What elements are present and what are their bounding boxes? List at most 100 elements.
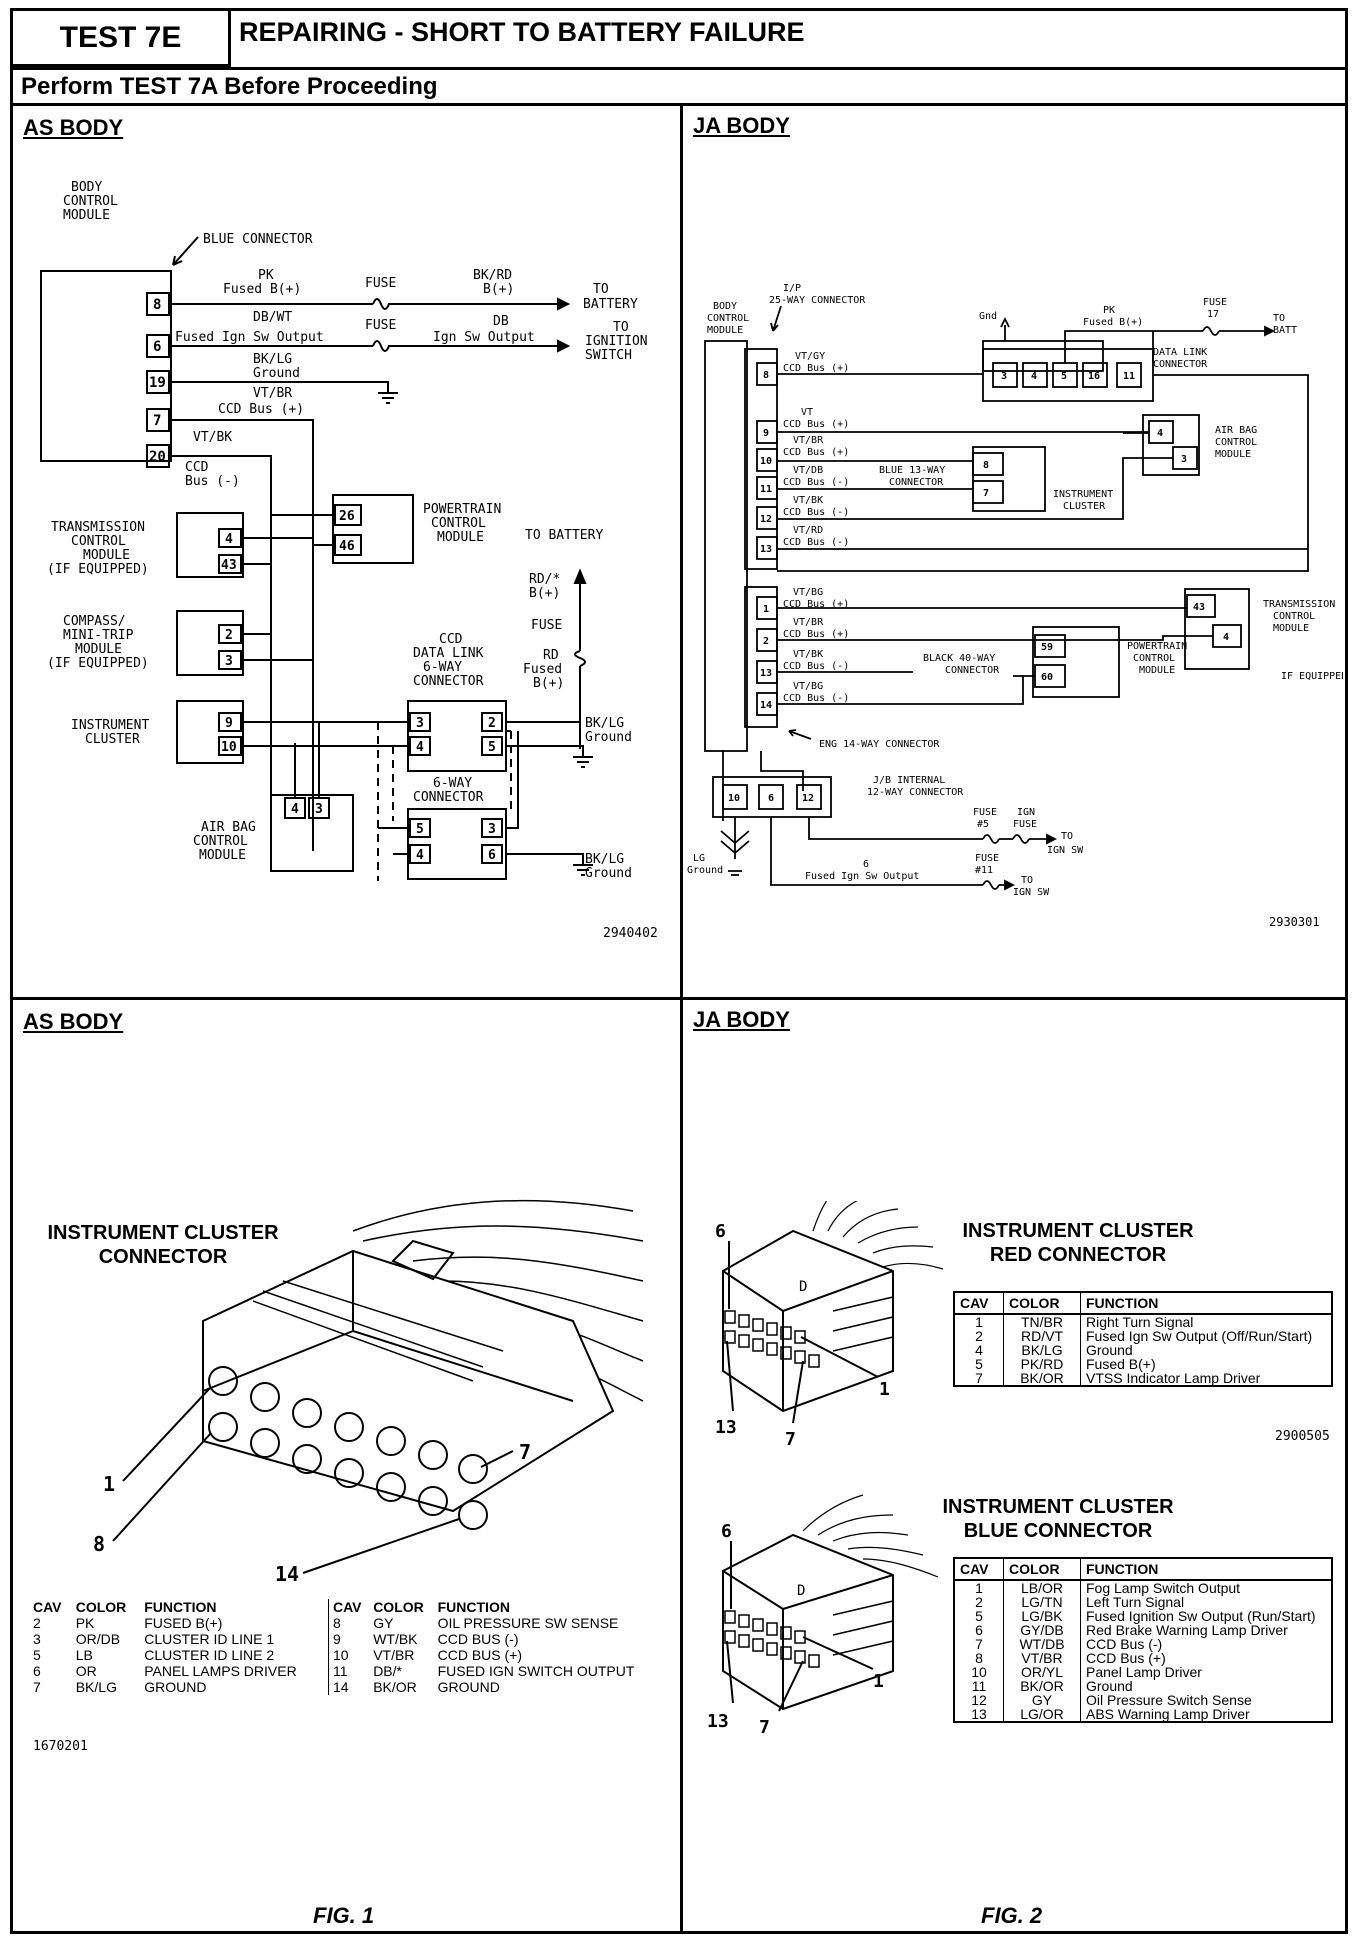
color-cell: VT/BR	[1003, 1651, 1081, 1665]
color-cell: LG/OR	[1003, 1707, 1081, 1722]
ja-pcm-2: CONTROL	[1133, 653, 1175, 664]
ja-red-wires	[812, 1201, 944, 1270]
ja-fuse-c-1: FUSE	[975, 853, 999, 864]
color-cell: GY	[373, 1615, 394, 1631]
ja-batt-2: BATT	[1273, 325, 1297, 336]
ja-airbag-1: AIR BAG	[1215, 425, 1257, 436]
ja-w6-c: VT/BG	[793, 587, 823, 598]
ja-pin-11: 11	[760, 484, 772, 495]
function-cell: Left Turn Signal	[1086, 1594, 1185, 1610]
ja-red-th-cav: CAV	[954, 1292, 1004, 1315]
ja-to-ign2-1: TO	[1021, 875, 1033, 886]
color-cell: BK/OR	[1003, 1371, 1081, 1386]
as-cluster-1: INSTRUMENT	[71, 718, 149, 733]
as-dlc-pin-4: 4	[416, 740, 424, 755]
cav-cell: 1	[954, 1580, 1004, 1595]
middle-divider	[13, 997, 1345, 1000]
ja-blue13-1: BLUE 13-WAY	[879, 465, 945, 476]
as-pin-8: 8	[153, 297, 161, 313]
as-w1-color: PK	[258, 268, 274, 283]
as-6way-left-wires	[378, 827, 408, 855]
ja-lg-color: LG	[693, 853, 705, 864]
ja-dlc-pin-4: 4	[1031, 371, 1037, 382]
page-title: REPAIRING - SHORT TO BATTERY FAILURE	[239, 17, 805, 47]
ja-cluster-1: INSTRUMENT	[1053, 489, 1113, 500]
as-rd2-func-2: B(+)	[533, 676, 564, 691]
ja-w8-c: VT/BK	[793, 649, 823, 660]
as-w2-color: DB/WT	[253, 310, 292, 325]
as-connector-caption-2: CONNECTOR	[98, 1246, 228, 1268]
as-pin-20: 20	[149, 449, 166, 465]
cav-cell: 2	[954, 1329, 1004, 1343]
ja-red-callout-6: 6	[715, 1221, 726, 1242]
ja-dlc-2: CONNECTOR	[1153, 359, 1208, 370]
as-wire-ccd-minus	[169, 455, 272, 851]
ja-red-callout-13-line	[726, 1340, 734, 1412]
ja-dlc-1: DATA LINK	[1153, 347, 1207, 358]
ja-red-connector-drawing: D 6 1 13 7	[715, 1201, 944, 1450]
ja-w4-c: VT/BK	[793, 495, 823, 506]
ja-w1-c: VT	[801, 407, 813, 418]
ja-wire-14	[777, 676, 1024, 705]
as-pin-7: 7	[153, 413, 161, 429]
color-cell: LB/OR	[1003, 1580, 1081, 1595]
cav-cell: 5	[33, 1647, 41, 1663]
ja-eng-arrow	[788, 729, 812, 740]
function-cell: CLUSTER ID LINE 2	[144, 1647, 275, 1663]
ja-blue-callout-1-line	[802, 1636, 874, 1670]
as-pin-6: 6	[153, 339, 161, 355]
cav-cell: 3	[33, 1631, 41, 1647]
function-cell: CCD BUS (-)	[437, 1631, 519, 1647]
cav-cell: 10	[954, 1665, 1004, 1679]
ja-dlc-pin-16: 16	[1088, 371, 1100, 382]
as-6way-2: CONNECTOR	[413, 790, 484, 805]
as-compass-1: COMPASS/	[63, 614, 126, 629]
ja-pcm-3: MODULE	[1139, 665, 1175, 676]
ja-w6-func: Fused Ign Sw Output	[805, 871, 919, 882]
as-w4-func: CCD Bus (+)	[218, 402, 304, 417]
as-tcm-2: CONTROL	[71, 534, 126, 549]
ja-if-equipped: IF EQUIPPED	[1281, 671, 1343, 682]
as-wiring-diagram: BODY CONTROL MODULE BLUE CONNECTOR 8 6 1…	[40, 180, 658, 941]
as-airbag-pin-3: 3	[315, 802, 323, 817]
as-callout-8: 8	[93, 1532, 105, 1556]
as-fuse-1	[372, 298, 390, 310]
as-pcm-2: CONTROL	[431, 516, 486, 531]
ja-red-th-color: COLOR	[1003, 1292, 1081, 1315]
ja-w2-f: CCD Bus (+)	[783, 447, 849, 458]
as-arrow-battery	[557, 297, 571, 311]
ja-w9-f: CCD Bus (-)	[783, 693, 849, 704]
ja-blue-caption: INSTRUMENT CLUSTER BLUE CONNECTOR	[923, 1495, 1193, 1543]
ja-red-caption-2: RED CONNECTOR	[989, 1244, 1167, 1266]
as-tcm-1: TRANSMISSION	[51, 520, 145, 535]
ja-pin-9: 9	[763, 428, 769, 439]
as-pcm-wires	[271, 514, 335, 546]
function-cell: Fused Ign Sw Output (Off/Run/Start)	[1086, 1328, 1313, 1344]
as-dlc-2: DATA LINK	[413, 646, 484, 661]
as-airbag-3: MODULE	[199, 848, 246, 863]
cav-cell: 9	[333, 1631, 341, 1647]
cav-cell: 2	[33, 1615, 41, 1631]
function-cell: Red Brake Warning Lamp Driver	[1086, 1622, 1288, 1638]
as-compass-pin-3: 3	[225, 654, 233, 669]
cav-cell: 5	[954, 1609, 1004, 1623]
as-bcm-label-3: MODULE	[63, 208, 110, 223]
color-cell: LG/BK	[1003, 1609, 1081, 1623]
ja-wire-13b	[777, 671, 1035, 677]
as-blue-connector-label: BLUE CONNECTOR	[203, 232, 313, 247]
as-pin-19: 19	[149, 375, 166, 391]
ja-red-callout-7: 7	[785, 1429, 796, 1450]
cav-cell: 13	[954, 1707, 1004, 1722]
ja-red-caption: INSTRUMENT CLUSTER RED CONNECTOR	[943, 1219, 1213, 1267]
ja-to-ign1-2: IGN SW	[1047, 845, 1084, 856]
